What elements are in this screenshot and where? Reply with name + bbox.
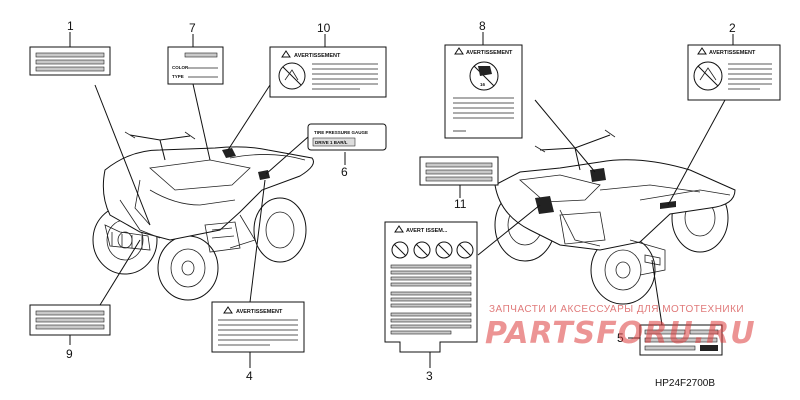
callout-7: 7 xyxy=(189,21,196,35)
label-2-warning: AVERTISSEMENT xyxy=(687,44,781,101)
label-1-plain xyxy=(29,46,111,76)
atv-left-illustration xyxy=(92,131,314,301)
callout-4: 4 xyxy=(246,369,253,383)
callout-11: 11 xyxy=(454,197,467,211)
label-6-line1: TIRE PRESSURE GAUGE xyxy=(314,130,368,135)
label-6-tire-pressure: TIRE PRESSURE GAUGE DRIVE 1 BAR/L xyxy=(307,123,387,151)
callout-2: 2 xyxy=(729,21,736,35)
label-7-color-type: COLOR TYPE xyxy=(167,46,224,85)
part-code: HP24F2700B xyxy=(655,378,716,389)
label-8-warning-text: AVERTISSEMENT xyxy=(466,50,513,56)
watermark-logo: PARTSFORU.RU xyxy=(485,316,756,351)
label-5-plate xyxy=(639,324,723,356)
label-6-line2: DRIVE 1 BAR/L xyxy=(315,140,348,145)
label-8-warning: AVERTISSEMENT 16 xyxy=(444,44,523,139)
leader-lines xyxy=(69,32,734,368)
callout-1: 1 xyxy=(67,19,74,33)
label-10-warning-text: AVERTISSEMENT xyxy=(294,53,341,59)
label-7-type-text: TYPE xyxy=(172,74,184,79)
callout-10: 10 xyxy=(317,21,331,35)
svg-text:16: 16 xyxy=(480,82,486,87)
label-4-warning-text: AVERTISSEMENT xyxy=(236,309,283,315)
label-7-color-text: COLOR xyxy=(172,65,189,70)
label-2-warning-text: AVERTISSEMENT xyxy=(709,50,756,56)
watermark-tagline: ЗАПЧАСТИ И АКСЕССУАРЫ ДЛЯ МОТОТЕХНИКИ xyxy=(489,304,745,315)
callout-5: 5 xyxy=(617,331,624,345)
callout-9: 9 xyxy=(66,347,73,361)
callout-6: 6 xyxy=(341,165,348,179)
label-3-warning-text: AVERT ISSEM... xyxy=(406,228,448,234)
label-9-plain xyxy=(29,304,111,336)
label-3-warning-large: AVERT ISSEM... xyxy=(384,221,478,353)
callout-3: 3 xyxy=(426,369,433,383)
label-10-warning: AVERTISSEMENT xyxy=(269,46,387,98)
label-11-plain xyxy=(419,156,499,186)
atv-right-illustration xyxy=(494,129,736,305)
label-4-warning: AVERTISSEMENT xyxy=(211,301,305,353)
callout-8: 8 xyxy=(479,19,486,33)
